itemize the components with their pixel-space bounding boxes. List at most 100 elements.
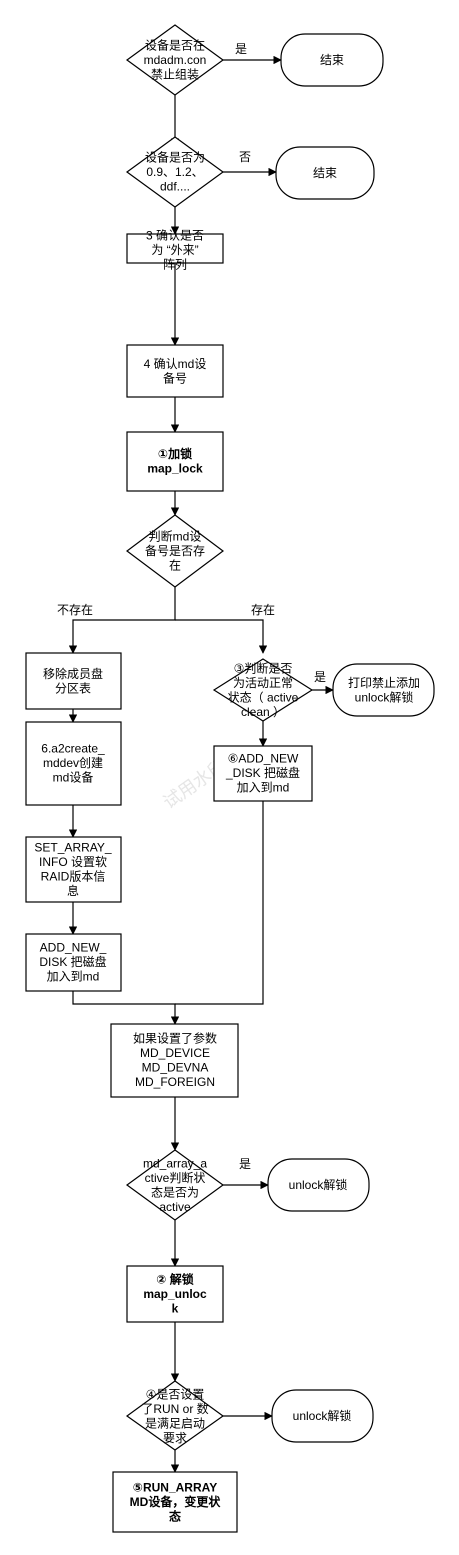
q_state-line-3: 态是否为 [151, 1185, 199, 1199]
step-add-disk-left-label: ADD_NEW_DISK 把磁盘加入到md [39, 941, 106, 984]
q_state-line-2: ctive判断状 [145, 1170, 206, 1185]
edge-exist-to-active [175, 619, 268, 654]
step-3-shape [126, 233, 224, 264]
step-run-array-shape [112, 1471, 238, 1533]
edge-addleft-to-params [72, 991, 180, 1025]
add_left-line-3: 加入到md [47, 970, 100, 984]
decision-run-shape [125, 1380, 225, 1451]
end1-line-1: 结束 [320, 53, 344, 67]
terminal-end-1: 结束 [280, 33, 384, 87]
q_state-line-4: active [159, 1200, 191, 1214]
terminal-unlock-1: unlock解锁 [267, 1158, 370, 1212]
run-line-3: 态 [169, 1509, 181, 1524]
add_left-line-2: DISK 把磁盘 [39, 954, 106, 969]
q_active-line-3: 状态（ active [228, 690, 299, 704]
edge-addright-to-merge [175, 801, 264, 1005]
set_info-line-3: RAID版本信 [41, 869, 106, 883]
q_exist-line-1: 判断md设 [149, 529, 202, 544]
edge-exist-to-rmpart [68, 587, 176, 654]
step-4-md-number: 4 确认md设备号 [126, 344, 224, 398]
q_version-line-2: 0.9、1.2、 [146, 165, 203, 179]
unlock1-line-1: unlock解锁 [289, 1177, 348, 1192]
terminal-unlock-1-label: unlock解锁 [289, 1177, 348, 1192]
print_unlock-line-1: 打印禁止添加 [348, 676, 420, 690]
unlock_map-line-2: map_unloc [143, 1287, 207, 1301]
unlock_map-line-3: k [172, 1302, 179, 1316]
params-line-4: MD_FOREIGN [135, 1075, 215, 1089]
terminal-end-2-label: 结束 [313, 166, 337, 180]
s4-line-2: 备号 [163, 371, 187, 385]
q_run-line-3: 是满足启动 [145, 1416, 205, 1430]
step-3-label: 3 确认是否为 “外来”阵列 [146, 229, 204, 272]
q_forbid-line-3: 禁止组装 [151, 68, 199, 82]
decision-forbid-shape [125, 24, 225, 96]
set_info-line-2: INFO 设置软 [39, 855, 107, 869]
terminal-unlock-2-shape [271, 1389, 374, 1443]
edge-label-not-exist: 不存在 [57, 603, 93, 617]
step-create-mddev-shape [25, 721, 122, 806]
step-set-array-info-shape [25, 836, 122, 903]
connectors [68, 55, 334, 1473]
step-4-label: 4 确认md设备号 [144, 357, 207, 386]
edge-label-yes-forbid: 是 [235, 42, 247, 56]
decision-array-active-shape [125, 1149, 225, 1221]
params-line-1: 如果设置了参数 [133, 1030, 217, 1045]
unlock_map-line-1: ② 解锁 [156, 1272, 194, 1287]
q_exist-line-2: 备号是否存 [145, 544, 205, 558]
q_active-line-4: clean ） [241, 705, 285, 719]
step-remove-partition-label: 移除成员盘分区表 [43, 666, 103, 696]
terminal-unlock-2-label: unlock解锁 [293, 1408, 352, 1423]
add_right-line-1: ⑥ADD_NEW [228, 752, 299, 766]
decision-active-clean-shape [212, 658, 314, 722]
q_run-line-4: 要求 [163, 1431, 187, 1445]
set_info-line-4: 息 [67, 883, 79, 898]
terminal-unlock-1-shape [267, 1158, 370, 1212]
step-params-shape [110, 1023, 239, 1098]
q_version-line-1: 设备是否为 [145, 151, 205, 165]
terminal-end-1-shape [280, 33, 384, 87]
add_left-line-1: ADD_NEW_ [40, 941, 107, 955]
s3-line-1: 3 确认是否 [146, 229, 204, 243]
step-add-disk-right-shape [213, 745, 313, 802]
step-map-unlock-shape [126, 1265, 224, 1323]
step-add-disk-right-label: ⑥ADD_NEW_DISK 把磁盘加入到md [225, 752, 300, 795]
create-line-3: md设备 [53, 771, 94, 785]
terminal-end-1-label: 结束 [320, 53, 344, 67]
add_right-line-3: 加入到md [237, 781, 290, 795]
rm_part-line-1: 移除成员盘 [43, 666, 103, 681]
create-line-1: 6.a2create_ [41, 742, 105, 756]
lock-line-2: map_lock [147, 461, 203, 475]
q_state-line-1: md_array_a [143, 1156, 207, 1170]
step-remove-partition-shape [25, 652, 122, 710]
step-add-disk-left-shape [25, 933, 122, 992]
terminal-end-2: 结束 [275, 146, 375, 200]
step-remove-partition: 移除成员盘分区表 [25, 652, 122, 710]
q_run-line-1: ④是否设置 [146, 1387, 205, 1401]
s3-line-3: 阵列 [163, 258, 187, 272]
q_forbid-line-2: mdadm.con [144, 53, 207, 67]
q_version-line-3: ddf.... [160, 180, 190, 194]
decision-run: ④是否设置了RUN or 数是满足启动要求 [125, 1380, 225, 1451]
q_forbid-line-1: 设备是否在 [145, 39, 205, 53]
q_run-line-2: 了RUN or 数 [141, 1401, 208, 1416]
step-add-disk-left: ADD_NEW_DISK 把磁盘加入到md [25, 933, 122, 992]
terminal-end-2-shape [275, 146, 375, 200]
decision-md-exist-label: 判断md设备号是否存在 [145, 529, 205, 573]
step-map-lock-shape [126, 431, 224, 492]
q_active-line-2: 为活动正常 [233, 676, 293, 690]
